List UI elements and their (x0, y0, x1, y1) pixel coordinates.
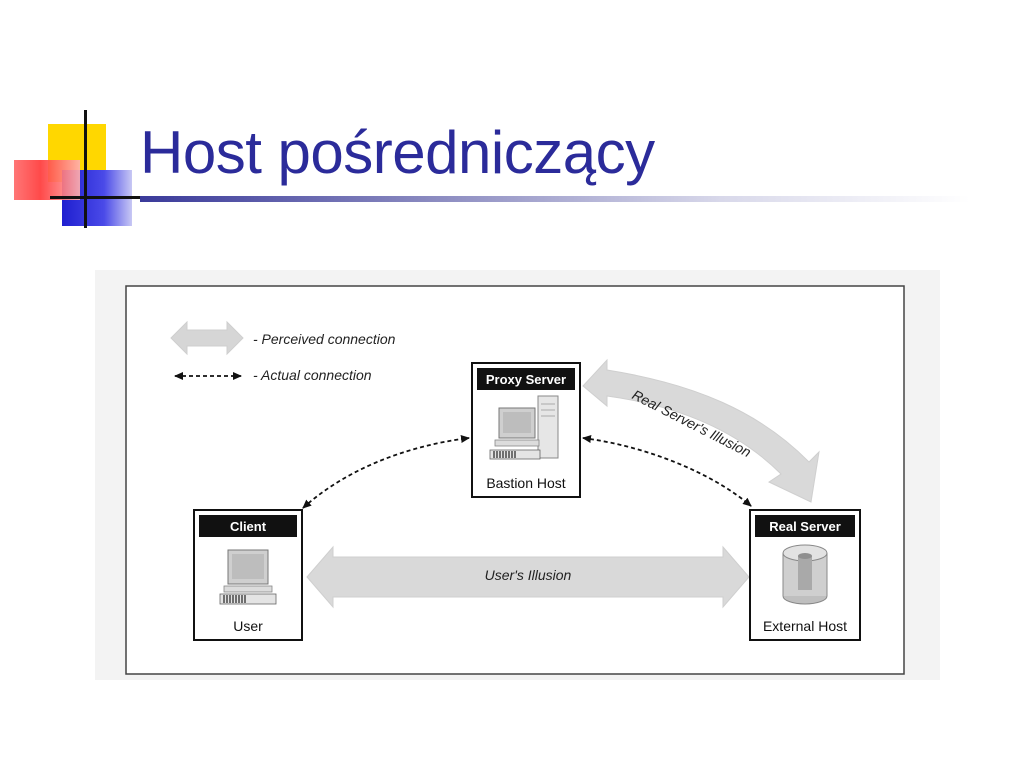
client-node: Client User (193, 509, 303, 641)
decor-horizontal-line (50, 196, 140, 199)
proxy-diagram: - Perceived connection - Actual connecti… (95, 270, 940, 680)
client-caption: User (233, 618, 263, 634)
real-server-node: Real Server External Host (749, 509, 861, 641)
computer-icon (219, 549, 277, 605)
slide-title: Host pośredniczący (140, 119, 655, 186)
workstation-icon (489, 395, 559, 460)
proxy-server-header: Proxy Server (486, 372, 566, 387)
proxy-realserver-connection (582, 435, 752, 507)
real-server-illusion-arrow (582, 358, 820, 503)
proxy-server-caption: Bastion Host (486, 475, 565, 491)
real-server-caption: External Host (763, 618, 847, 634)
decor-red-square (14, 160, 80, 200)
legend-perceived-arrow-icon (170, 320, 244, 356)
proxy-server-node: Proxy Server (471, 362, 581, 498)
client-header: Client (230, 519, 267, 534)
decor-vertical-line (84, 110, 87, 228)
title-underline (140, 196, 970, 202)
real-server-header: Real Server (769, 519, 841, 534)
server-icon (782, 544, 828, 605)
legend-actual-label: - Actual connection (253, 367, 372, 383)
legend-perceived-label: - Perceived connection (253, 331, 396, 347)
user-illusion-label: User's Illusion (485, 567, 572, 583)
